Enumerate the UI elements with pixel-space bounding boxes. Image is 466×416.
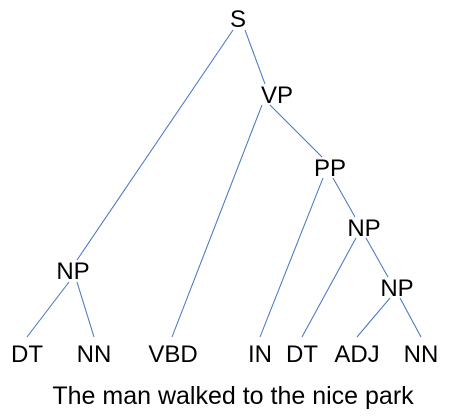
node-pp: PP xyxy=(314,155,346,182)
edge-pp-to-np-pp xyxy=(332,177,356,218)
edge-vp-to-vbd-walked xyxy=(171,104,263,338)
node-np-subject: NP xyxy=(56,258,89,285)
edge-np-subject-to-dt-the xyxy=(26,281,70,338)
edge-np-pp-to-dt-the2 xyxy=(301,237,357,338)
edge-np-inner-to-adj-nice xyxy=(356,297,391,338)
edge-s-to-vp xyxy=(244,29,266,85)
leaf-dt-the: DT xyxy=(11,341,43,368)
node-s: S xyxy=(230,6,246,33)
leaf-nn-park: NN xyxy=(404,341,439,368)
tree-edges xyxy=(26,29,422,338)
node-np-inner: NP xyxy=(380,275,413,302)
leaf-dt-the2: DT xyxy=(286,341,318,368)
leaf-vbd-walked: VBD xyxy=(148,341,197,368)
sentence-text: The man walked to the nice park xyxy=(52,382,414,410)
leaf-nn-man: NN xyxy=(77,341,112,368)
edge-vp-to-pp xyxy=(269,104,323,158)
node-vp: VP xyxy=(261,82,293,109)
node-np-pp: NP xyxy=(347,215,380,242)
leaf-in-to: IN xyxy=(248,341,272,368)
edge-pp-to-in-to xyxy=(259,177,324,338)
edge-s-to-np-subject xyxy=(76,29,234,261)
edge-np-subject-to-nn-man xyxy=(76,281,95,338)
leaf-adj-nice: ADJ xyxy=(334,341,379,368)
edge-np-inner-to-nn-park xyxy=(399,297,422,338)
edge-np-pp-to-np-inner xyxy=(365,237,389,278)
